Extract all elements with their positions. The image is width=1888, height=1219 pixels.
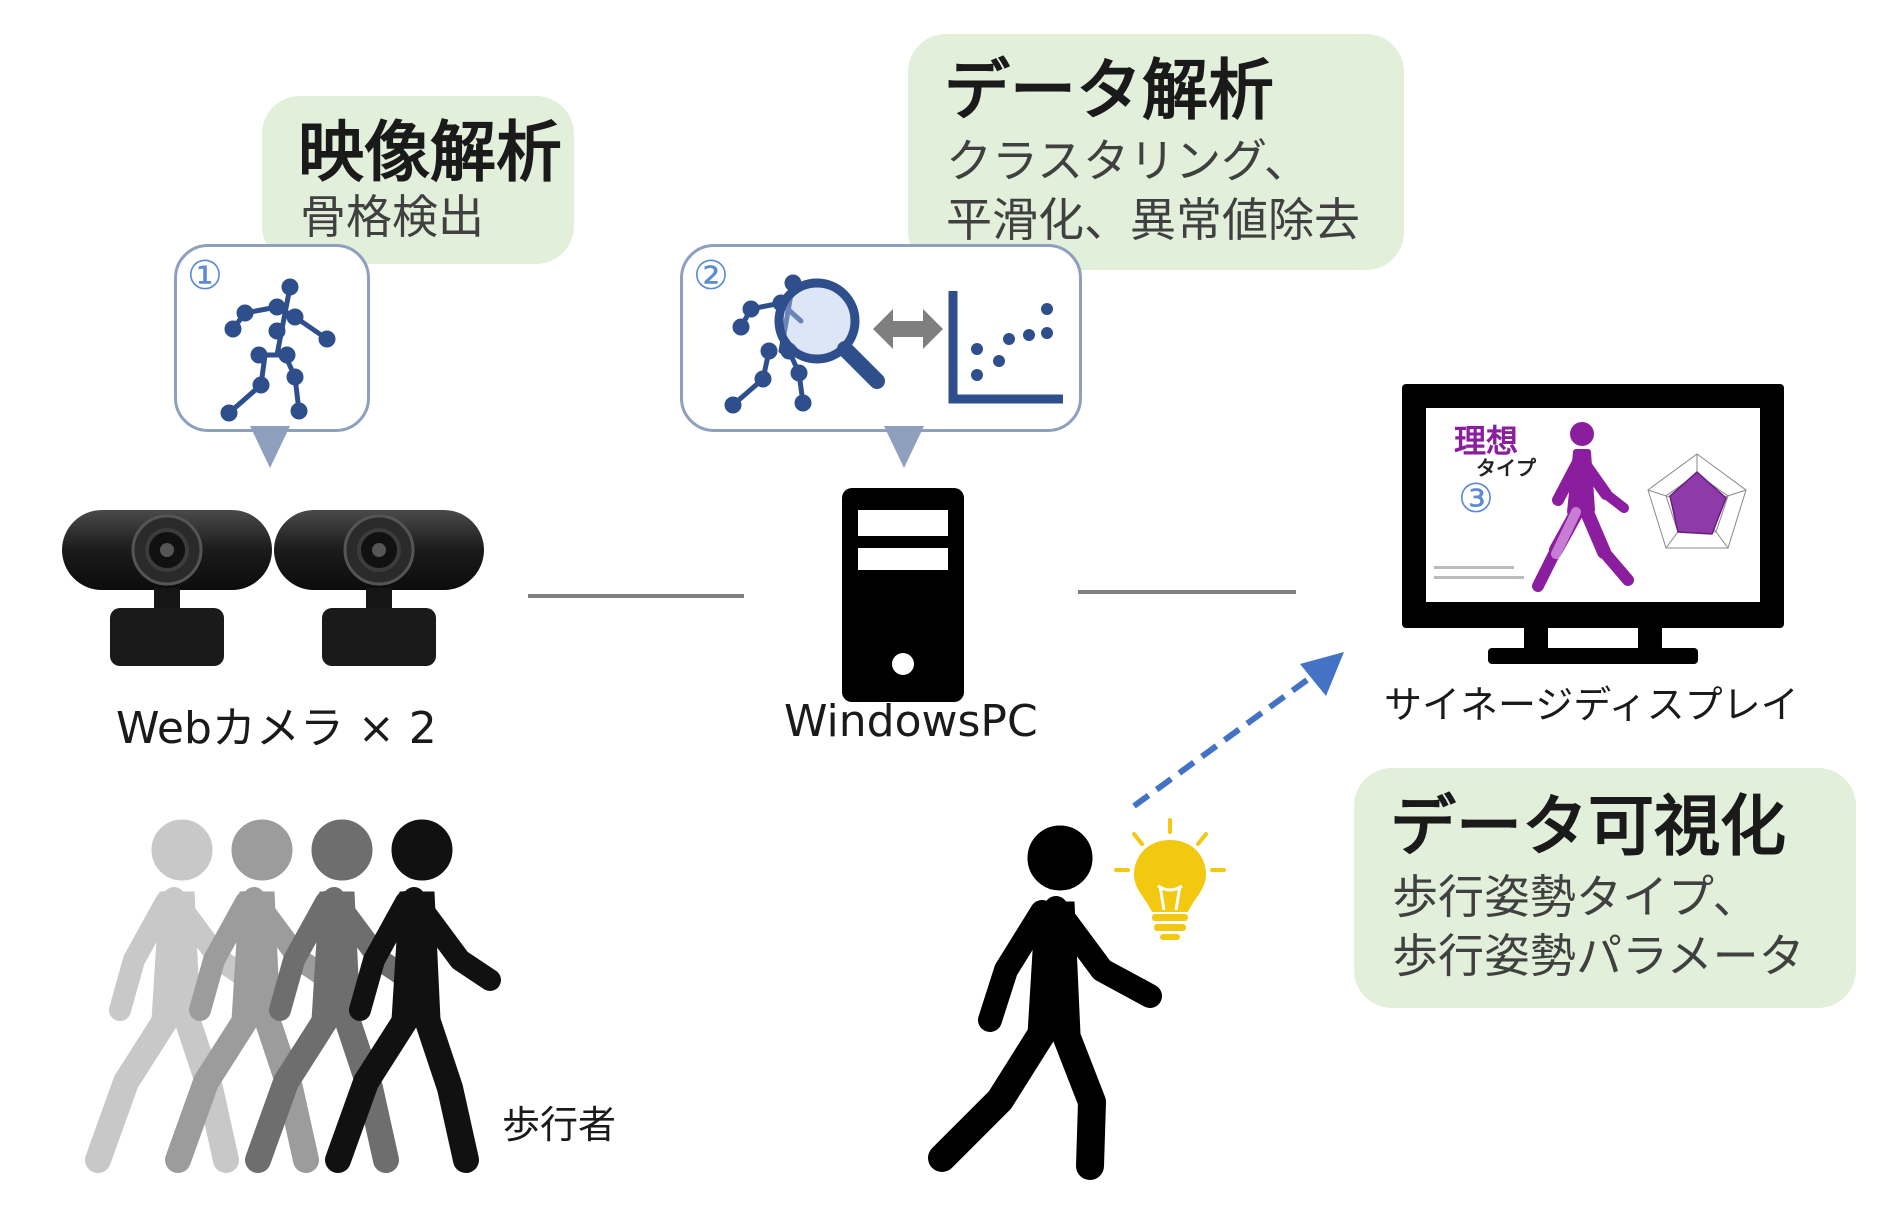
step2-bubble: ②: [680, 244, 1082, 432]
screen-title: 理想: [1454, 422, 1519, 460]
monitor-icon: 理想 タイプ ③: [1402, 384, 1784, 666]
data-analysis-title: データ解析: [944, 52, 1274, 129]
visualization-title: データ可視化: [1390, 788, 1786, 865]
scatter-chart-icon: [948, 291, 1063, 404]
visualization-body: 歩行姿勢タイプ、 歩行姿勢パラメータ: [1392, 870, 1805, 983]
camera-label: Webカメラ × 2: [116, 703, 437, 754]
skeleton-icon: [220, 278, 336, 422]
visualization-callout: データ可視化 歩行姿勢タイプ、 歩行姿勢パラメータ: [1354, 768, 1856, 1008]
video-analysis-callout: 映像解析 骨格検出: [262, 96, 574, 264]
connector-camera-pc: [528, 594, 744, 598]
pc-tower-icon: [842, 488, 964, 702]
pc-label: WindowsPC: [784, 696, 1038, 747]
step1-pointer: [250, 426, 290, 468]
display-label: サイネージディスプレイ: [1384, 683, 1799, 727]
screen-subtitle: タイプ: [1476, 456, 1536, 480]
step1-number: ①: [187, 253, 223, 299]
connector-pc-display: [1078, 590, 1296, 594]
data-analysis-callout: データ解析 クラスタリング、 平滑化、異常値除去: [908, 34, 1404, 270]
walker-icon: [928, 825, 1162, 1180]
screen-radar-chart: [1647, 453, 1747, 549]
skeleton-faded-icon: [724, 274, 812, 414]
lightbulb-icon: [1114, 818, 1226, 940]
screen-walker-icon: [1532, 422, 1634, 592]
monitor-screen: 理想 タイプ ③: [1426, 408, 1760, 602]
monitor-base: [1488, 648, 1698, 664]
step2-pointer: [884, 426, 924, 468]
camera-icon: [62, 510, 484, 666]
step1-bubble: ①: [174, 244, 370, 432]
walker-sequence-icon: [40, 820, 540, 1180]
walker-label: 歩行者: [502, 1103, 617, 1147]
screen-step-number: ③: [1458, 476, 1494, 522]
view-arrow-icon: [1132, 652, 1344, 809]
screen-text-line-2: [1434, 576, 1524, 579]
data-analysis-body: クラスタリング、 平滑化、異常値除去: [946, 134, 1360, 247]
magnifier-icon: [774, 278, 885, 389]
video-analysis-title: 映像解析: [298, 114, 562, 191]
screen-text-line-1: [1434, 566, 1514, 569]
double-arrow-icon: [873, 309, 943, 349]
step2-number: ②: [693, 253, 729, 299]
video-analysis-body: 骨格検出: [300, 190, 484, 244]
